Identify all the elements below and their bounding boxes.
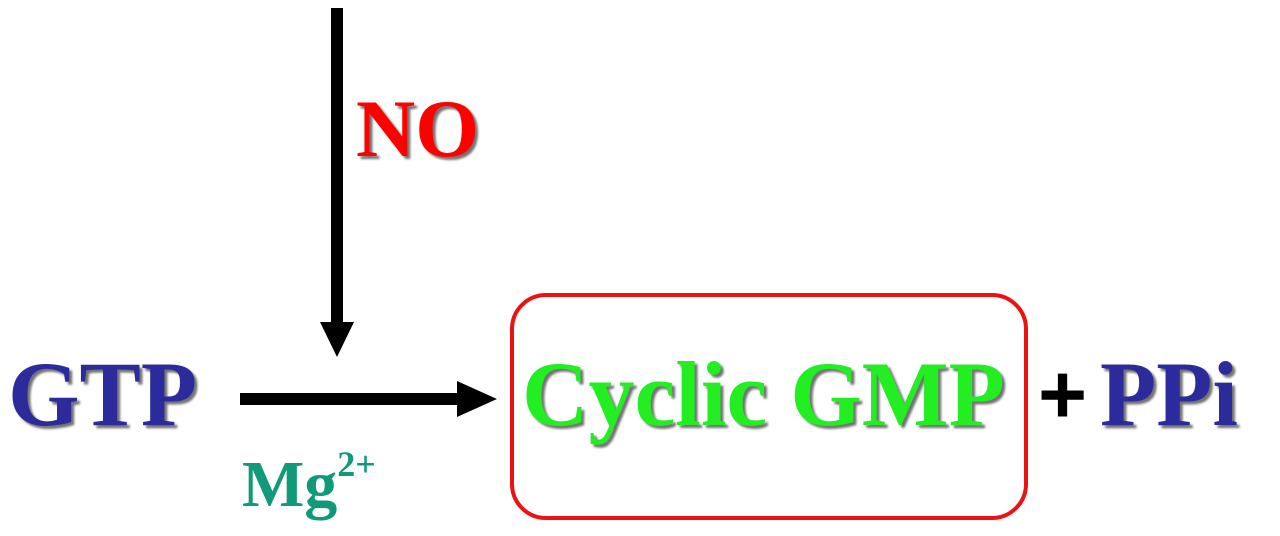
- byproduct-label: PPi: [1100, 343, 1238, 445]
- catalyst-label: NO: [356, 83, 479, 174]
- cofactor-charge: 2+: [337, 444, 376, 484]
- plus-sign: +: [1038, 347, 1088, 441]
- reaction-arrow-head: [457, 381, 497, 417]
- substrate-label: GTP: [8, 343, 198, 445]
- cofactor-label: Mg2+: [242, 446, 376, 518]
- product-label: Cyclic GMP: [522, 343, 1005, 445]
- no-arrow-head: [320, 322, 354, 357]
- product-highlight-box: [510, 293, 1028, 520]
- cofactor-base: Mg: [242, 448, 338, 521]
